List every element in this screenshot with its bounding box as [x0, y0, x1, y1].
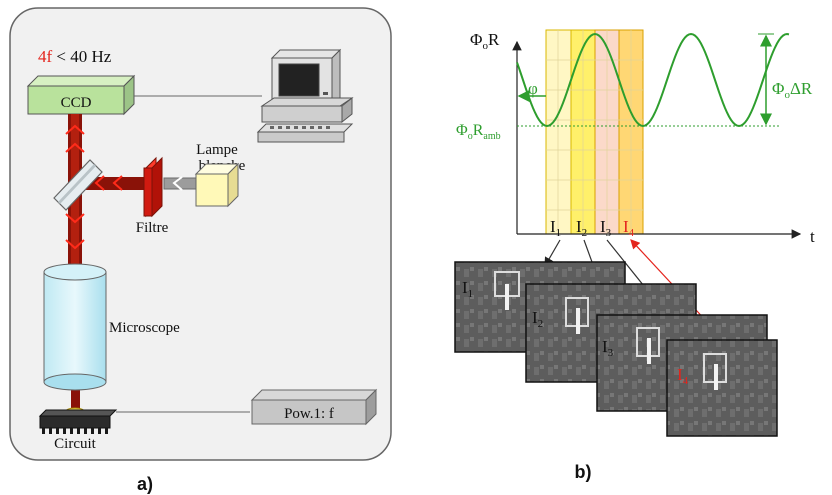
image-i2-label: I2 [532, 308, 543, 330]
ambient-label: ΦoRamb [456, 122, 501, 142]
caption-a: a) [137, 474, 153, 494]
power-supply: Pow.1: f [250, 388, 378, 426]
ccd-label: CCD [61, 95, 92, 111]
amplitude-label: ΦoΔR [772, 79, 813, 101]
image-i4 [666, 339, 778, 437]
panel-b: ΦoR t ΦoRamb φ ΦoΔR I1 I2 I3 I4 I1 [454, 29, 815, 482]
signal-curve [516, 32, 790, 128]
lamp-label-line1: Lampe [196, 142, 238, 158]
power-label: Pow.1: f [284, 406, 334, 422]
red-filter [143, 156, 163, 218]
computer-icon [256, 48, 354, 143]
panel-a: 4f < 40 Hz CCD [9, 7, 392, 494]
label-i3: I3 [600, 217, 612, 239]
ccd-camera: CCD [26, 74, 136, 116]
microscope-label: Microscope [109, 320, 180, 336]
beam-direction-marks [65, 124, 123, 250]
image-i3-label: I3 [602, 337, 614, 359]
caption-b: b) [575, 462, 592, 482]
band-i1 [545, 29, 572, 235]
label-i1: I1 [550, 217, 561, 239]
band-grid [546, 30, 643, 234]
white-lamp [194, 162, 240, 208]
label-i4: I4 [623, 217, 635, 239]
y-axis-label: ΦoR [470, 30, 500, 52]
filter-label: Filtre [136, 220, 169, 236]
frequency-label: 4f < 40 Hz [38, 47, 112, 66]
circuit-chip [38, 407, 118, 434]
lower-beam [71, 380, 80, 412]
image-i1-label: I1 [462, 278, 473, 300]
label-i2: I2 [576, 217, 587, 239]
x-axis-label: t [810, 227, 815, 246]
circuit-label: Circuit [54, 436, 96, 452]
phase-label: φ [528, 79, 538, 98]
microscope [43, 263, 107, 391]
image-i4-label: I4 [677, 365, 689, 387]
